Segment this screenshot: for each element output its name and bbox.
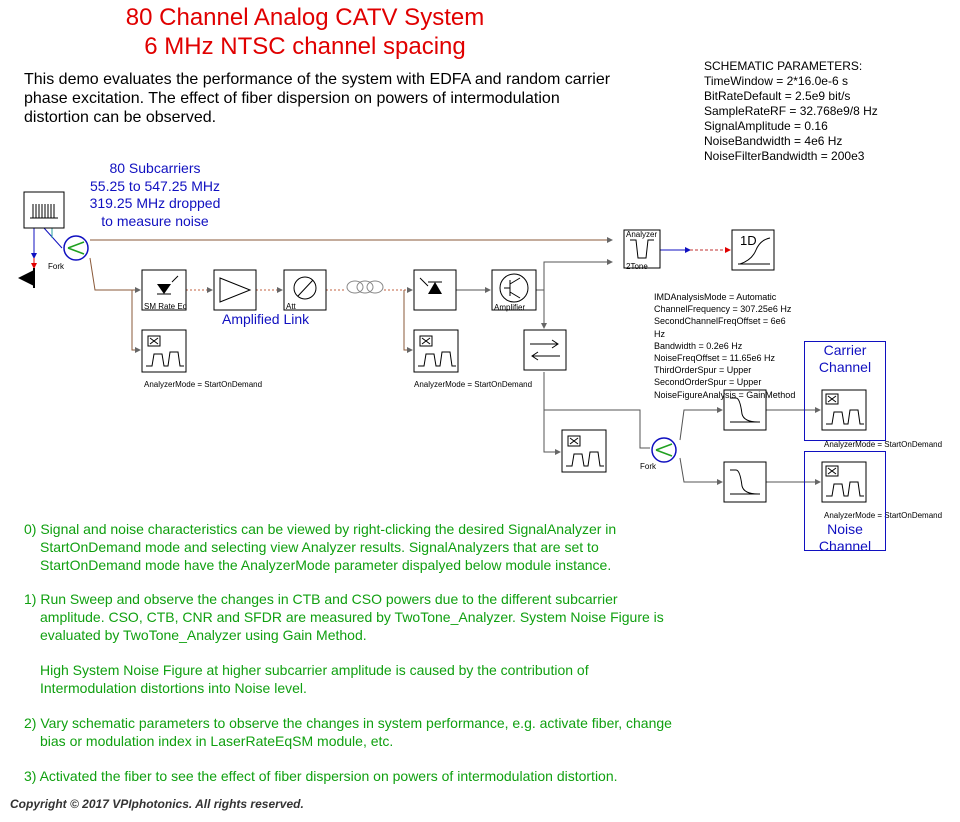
- description: This demo evaluates the performance of t…: [24, 70, 610, 127]
- parameter-line: BitRateDefault = 2.5e9 bit/s: [704, 89, 851, 103]
- fork-label: Fork: [640, 462, 656, 471]
- parameter-line: NoiseBandwidth = 4e6 Hz: [704, 134, 843, 148]
- description-line: distortion can be observed.: [24, 109, 217, 126]
- plot-1d-label: 1D: [740, 233, 757, 248]
- schematic-diagram: [18, 191, 867, 503]
- imd-line: NoiseFreqOffset = 11.65e6 Hz: [654, 353, 775, 364]
- laser-icon[interactable]: [141, 269, 187, 311]
- amplified-link-label: Amplified Link: [222, 311, 310, 327]
- imd-line: NoiseFigureAnalysis = GainMethod: [654, 389, 796, 400]
- imd-line: ThirdOrderSpur = Upper: [654, 365, 752, 376]
- copyright: Copyright © 2017 VPIphotonics. All right…: [10, 797, 304, 811]
- parameter-line: SampleRateRF = 32.768e9/8 Hz: [704, 104, 878, 118]
- subcarrier-line: 319.25 MHz dropped: [89, 195, 221, 211]
- signal-analyzer-icon[interactable]: [821, 461, 867, 503]
- imd-line: Hz: [654, 328, 665, 339]
- note-line: StartOnDemand mode have the AnalyzerMode…: [40, 557, 612, 573]
- carrier-channel-box: Carrier Channel: [804, 341, 886, 441]
- note-line: StartOnDemand mode and selecting view An…: [40, 539, 599, 555]
- channel-label-line: Carrier: [823, 342, 867, 358]
- attenuator-icon[interactable]: [283, 269, 327, 311]
- note-0: 0) Signal and noise characteristics can …: [24, 520, 616, 574]
- plot-1d-icon[interactable]: [731, 229, 775, 271]
- noise-channel-box: Noise Channel: [804, 451, 886, 554]
- photodiode-icon[interactable]: [413, 269, 457, 311]
- wires: [31, 227, 821, 485]
- subcarrier-source-icon[interactable]: [23, 191, 65, 229]
- channel-label-line: Channel: [818, 538, 872, 554]
- fork-icon[interactable]: [63, 235, 89, 261]
- parameter-line: TimeWindow = 2*16.0e-6 s: [704, 74, 848, 88]
- description-line: phase excitation. The effect of fiber di…: [24, 90, 560, 107]
- analyzer-mode-label: AnalyzerMode = StartOnDemand: [824, 440, 943, 449]
- note-line: 1) Run Sweep and observe the changes in …: [24, 591, 618, 607]
- subcarrier-label: 80 Subcarriers 55.25 to 547.25 MHz 319.2…: [80, 160, 230, 230]
- noise-channel-label: Noise Channel: [805, 521, 885, 555]
- signal-analyzer-icon[interactable]: [141, 329, 187, 373]
- signal-analyzer-icon[interactable]: [561, 429, 607, 473]
- attenuator-label: Att: [286, 302, 296, 311]
- note-line: evaluated by TwoTone_Analyzer using Gain…: [40, 627, 367, 643]
- title-line-1: 80 Channel Analog CATV System: [125, 4, 485, 31]
- channel-label-line: Channel: [818, 359, 872, 375]
- note-1: 1) Run Sweep and observe the changes in …: [24, 590, 664, 644]
- schematic-parameters[interactable]: SCHEMATIC PARAMETERS: TimeWindow = 2*16.…: [704, 59, 878, 164]
- parameter-line: SignalAmplitude = 0.16: [704, 119, 828, 133]
- terminator-icon[interactable]: [18, 268, 35, 288]
- imd-line: SecondOrderSpur = Upper: [654, 377, 762, 388]
- imd-line: IMDAnalysisMode = Automatic: [654, 292, 777, 302]
- filter-icon[interactable]: [723, 389, 767, 431]
- note-line: Intermodulation distortions into Noise l…: [40, 680, 307, 696]
- analyzer-mode-label: AnalyzerMode = StartOnDemand: [144, 380, 263, 389]
- amplifier-triangle-icon[interactable]: [213, 269, 257, 311]
- amplifier-label: Amplifier: [494, 303, 526, 312]
- analyzer-label: Analyzer: [626, 230, 658, 239]
- carrier-channel-label: Carrier Channel: [805, 342, 885, 376]
- two-tone-label: 2Tone: [626, 262, 648, 271]
- parameter-line: NoiseFilterBandwidth = 200e3: [704, 149, 865, 163]
- parameters-heading: SCHEMATIC PARAMETERS:: [704, 59, 863, 73]
- laser-label: SM Rate Eq: [144, 302, 188, 311]
- fork-label: Fork: [48, 262, 64, 271]
- note-line: amplitude. CSO, CTB, CNR and SFDR are me…: [40, 609, 664, 625]
- splitter-icon[interactable]: [523, 329, 567, 371]
- note-1b: High System Noise Figure at higher subca…: [40, 661, 589, 697]
- note-2: 2) Vary schematic parameters to observe …: [24, 714, 672, 750]
- note-line: 0) Signal and noise characteristics can …: [24, 521, 617, 537]
- channel-label-line: Noise: [827, 521, 863, 537]
- imd-line: ChannelFrequency = 307.25e6 Hz: [654, 304, 792, 315]
- imd-line: SecondChannelFreqOffset = 6e6: [654, 316, 786, 327]
- description-line: This demo evaluates the performance of t…: [24, 71, 611, 88]
- signal-analyzer-icon[interactable]: [413, 329, 459, 373]
- two-tone-analyzer-icon[interactable]: [623, 229, 661, 269]
- fork-icon[interactable]: [651, 437, 677, 463]
- subcarrier-line: to measure noise: [101, 212, 209, 229]
- note-line: 2) Vary schematic parameters to observe …: [24, 715, 672, 731]
- electrical-amplifier-icon[interactable]: [491, 269, 537, 311]
- analyzer-mode-label: AnalyzerMode = StartOnDemand: [414, 380, 533, 389]
- imd-line: Bandwidth = 0.2e6 Hz: [654, 340, 743, 351]
- note-line: bias or modulation index in LaserRateEqS…: [40, 733, 394, 749]
- subcarrier-line: 55.25 to 547.25 MHz: [90, 177, 220, 194]
- note-3: 3) Activated the fiber to see the effect…: [24, 768, 618, 784]
- filter-icon[interactable]: [723, 461, 767, 503]
- fiber-icon[interactable]: [346, 280, 384, 294]
- analyzer-mode-label: AnalyzerMode = StartOnDemand: [824, 511, 943, 520]
- signal-analyzer-icon[interactable]: [821, 389, 867, 431]
- imd-parameters[interactable]: IMDAnalysisMode = Automatic ChannelFrequ…: [654, 291, 795, 401]
- subcarrier-line: 80 Subcarriers: [109, 160, 201, 176]
- title-line-2: 6 MHz NTSC channel spacing: [144, 33, 466, 60]
- note-line: High System Noise Figure at higher subca…: [40, 662, 589, 678]
